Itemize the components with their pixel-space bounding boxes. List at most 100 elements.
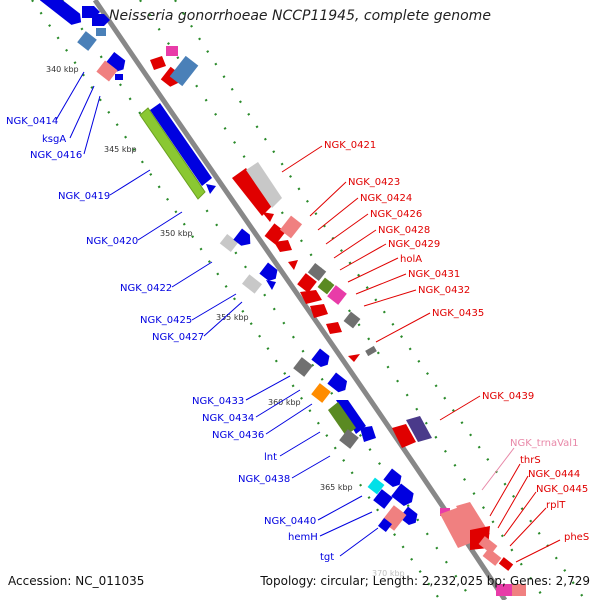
- gene-label[interactable]: NGK_0444: [528, 469, 580, 480]
- gene-arrow[interactable]: [288, 260, 298, 270]
- accession-text: Accession: NC_011035: [8, 574, 145, 588]
- track-inner-left: [61, 0, 473, 600]
- gene-box[interactable]: [498, 557, 514, 571]
- gene-arrow[interactable]: [266, 280, 276, 290]
- gene-box[interactable]: [317, 277, 335, 295]
- gene-box[interactable]: [166, 46, 178, 56]
- gene-arrow[interactable]: [327, 372, 350, 395]
- gene-label[interactable]: NGK_0414: [6, 116, 58, 127]
- gene-box[interactable]: [219, 233, 239, 253]
- gene-label[interactable]: NGK_0427: [152, 332, 204, 343]
- gene-label[interactable]: ksgA: [42, 134, 66, 145]
- gene-label[interactable]: NGK_0434: [202, 413, 254, 424]
- gene-label[interactable]: NGK_0445: [536, 484, 588, 495]
- track-outer-left: [31, 0, 441, 600]
- gene-label[interactable]: NGK_0420: [86, 236, 138, 247]
- gene-label[interactable]: NGK_0432: [418, 285, 470, 296]
- gene-label[interactable]: NGK_0440: [264, 516, 316, 527]
- gene-arrow[interactable]: [360, 426, 376, 442]
- gene-box[interactable]: [327, 285, 347, 305]
- gene-box[interactable]: [279, 215, 303, 239]
- gene-label[interactable]: NGK_0431: [408, 269, 460, 280]
- gene-label[interactable]: NGK_trnaVal1: [510, 438, 578, 449]
- gene-arrow[interactable]: [399, 506, 420, 528]
- gene-arrow-large[interactable]: [150, 103, 212, 186]
- gene-label[interactable]: tgt: [320, 552, 334, 563]
- gene-label[interactable]: rplT: [546, 500, 566, 511]
- gene-arrow[interactable]: [150, 56, 166, 70]
- gene-box[interactable]: [307, 262, 327, 282]
- gene-label[interactable]: NGK_0436: [212, 430, 264, 441]
- gene-arrow[interactable]: [39, 0, 85, 29]
- gene-box[interactable]: [512, 584, 526, 596]
- gene-arrow[interactable]: [310, 304, 328, 318]
- gene-box[interactable]: [343, 311, 361, 329]
- gene-box[interactable]: [96, 60, 118, 82]
- leader-line: [69, 85, 95, 139]
- gene-box[interactable]: [293, 357, 313, 377]
- gene-arrow[interactable]: [336, 400, 366, 434]
- gene-label[interactable]: thrS: [520, 455, 541, 466]
- leader-line: [279, 431, 321, 457]
- gene-arrow-large[interactable]: [139, 107, 206, 200]
- gene-box[interactable]: [482, 548, 502, 566]
- gene-arrow[interactable]: [391, 483, 417, 509]
- gene-arrow[interactable]: [232, 168, 272, 216]
- gene-box[interactable]: [373, 489, 393, 509]
- gene-box[interactable]: [377, 517, 393, 533]
- gene-label[interactable]: NGK_0429: [388, 239, 440, 250]
- gene-label[interactable]: NGK_0424: [360, 193, 412, 204]
- gene-label[interactable]: NGK_0435: [432, 308, 484, 319]
- gene-arrow[interactable]: [406, 416, 432, 442]
- gene-box[interactable]: [169, 55, 199, 87]
- gene-arrow[interactable]: [392, 424, 416, 448]
- gene-arrow[interactable]: [311, 348, 332, 370]
- gene-box[interactable]: [496, 584, 512, 596]
- gene-arrow[interactable]: [348, 354, 360, 362]
- leader-line: [191, 293, 237, 321]
- gene-label[interactable]: NGK_0426: [370, 209, 422, 220]
- gene-label[interactable]: NGK_0422: [120, 283, 172, 294]
- gene-box[interactable]: [478, 536, 498, 554]
- gene-box[interactable]: [264, 223, 286, 245]
- gene-label[interactable]: lnt: [264, 452, 277, 463]
- gene-arrow[interactable]: [262, 212, 274, 222]
- gene-arrow[interactable]: [259, 262, 280, 284]
- gene-label[interactable]: NGK_0428: [378, 225, 430, 236]
- gene-arrow[interactable]: [274, 240, 292, 252]
- reverse-strand-label-text: NGK_0414 ksgA NGK_0416 NGK_0419 NGK_0420…: [6, 116, 334, 563]
- gene-box[interactable]: [77, 31, 97, 51]
- gene-box[interactable]: [115, 74, 123, 80]
- gene-label[interactable]: NGK_0439: [482, 391, 534, 402]
- gene-label[interactable]: NGK_0421: [324, 140, 376, 151]
- gene-box[interactable]: [365, 345, 377, 357]
- gene-box[interactable]: [367, 477, 385, 495]
- gene-arrow[interactable]: [300, 290, 322, 304]
- gene-arrow[interactable]: [92, 14, 110, 26]
- gene-box[interactable]: [311, 383, 331, 403]
- gene-arrow[interactable]: [440, 506, 478, 548]
- leader-line: [265, 403, 313, 435]
- gene-label[interactable]: NGK_0419: [58, 191, 110, 202]
- gene-box[interactable]: [339, 429, 359, 449]
- gene-box[interactable]: [242, 274, 262, 294]
- gene-box[interactable]: [440, 508, 450, 516]
- gene-label[interactable]: NGK_0416: [30, 150, 82, 161]
- gene-label[interactable]: NGK_0425: [140, 315, 192, 326]
- scale-label: 355 kbp: [216, 313, 249, 322]
- leader-line: [255, 389, 301, 418]
- gene-arrow[interactable]: [383, 468, 404, 490]
- gene-arrow[interactable]: [328, 402, 356, 436]
- gene-label[interactable]: NGK_0423: [348, 177, 400, 188]
- gene-label[interactable]: hemH: [288, 532, 318, 543]
- gene-label[interactable]: pheS: [564, 532, 589, 543]
- gene-label[interactable]: NGK_0433: [192, 396, 244, 407]
- gene-label[interactable]: holA: [400, 254, 422, 265]
- gene-arrow[interactable]: [233, 228, 254, 250]
- gene-arrow[interactable]: [326, 322, 342, 334]
- gene-box[interactable]: [96, 28, 106, 36]
- gene-label[interactable]: NGK_0438: [238, 474, 290, 485]
- gene-arrow[interactable]: [206, 184, 216, 194]
- gene-arrow[interactable]: [246, 162, 282, 208]
- gene-box[interactable]: [297, 273, 317, 293]
